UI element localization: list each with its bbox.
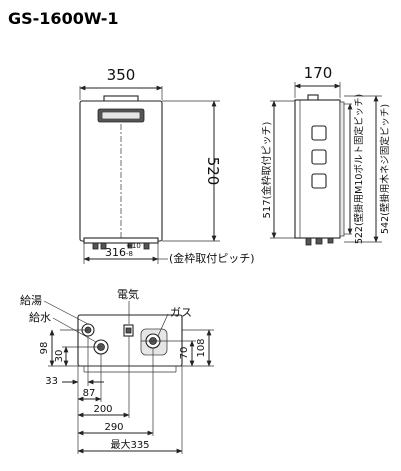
leader-gas <box>157 313 169 337</box>
model-title: GS-1600W-1 <box>8 9 119 28</box>
side-view: 170 517(金枠取付ピッチ) 522(壁掛用M10ボルト固定ピッチ) 542… <box>260 64 391 246</box>
side-opening-3 <box>311 173 327 189</box>
pipe-gas-front <box>143 242 150 250</box>
pipe-hot-front <box>92 242 99 250</box>
front-view: 350 520 316 +10 -8 (金枠取付ピッチ) <box>79 66 255 265</box>
side-depth-dim: 170 <box>304 64 333 82</box>
label-hot-water: 給湯 <box>20 293 42 307</box>
leader-hot-water <box>43 300 89 325</box>
bottom-view: 給湯 給水 電気 ガス 98 30 70 108 33 <box>20 287 214 454</box>
pitch-dim: 316 <box>105 246 126 259</box>
dim290: 290 <box>104 422 123 433</box>
pitch-tol-upper: +10 <box>126 242 141 250</box>
dim70: 70 <box>179 347 190 360</box>
side-fitting-3 <box>327 237 334 244</box>
side-unit-body <box>294 99 341 239</box>
dim33: 33 <box>45 376 58 387</box>
bottom-bracket <box>83 237 159 244</box>
label-water-supply: 給水 <box>29 310 51 324</box>
label-gas: ガス <box>170 306 192 319</box>
dim-max: 最大335 <box>110 438 149 451</box>
dim87: 87 <box>83 388 96 399</box>
dim108: 108 <box>196 338 207 357</box>
mount-bracket <box>339 101 345 237</box>
side-fitting-1 <box>305 237 312 246</box>
pitch-tol-lower: -8 <box>126 250 133 258</box>
electric-fitting-core <box>125 327 132 334</box>
dim517-note: 517(金枠取付ピッチ) <box>260 121 273 218</box>
front-width-dim: 350 <box>107 66 136 84</box>
dim542-note: 542(壁掛用木ネジ固定ピッチ) <box>379 104 391 234</box>
pipe-elec-front <box>127 242 133 249</box>
dim522-note: 522(壁掛用M10ボルト固定ピッチ) <box>353 94 365 244</box>
dim200: 200 <box>93 404 112 415</box>
dim30: 30 <box>54 350 65 363</box>
side-opening-1 <box>311 125 327 141</box>
side-opening-2 <box>311 149 327 165</box>
front-height-dim: 520 <box>204 157 222 186</box>
exhaust-vent-slot <box>101 111 141 120</box>
label-electric: 電気 <box>117 287 139 301</box>
pitch-note: (金枠取付ピッチ) <box>169 251 255 265</box>
side-fitting-2 <box>315 237 323 245</box>
dim98: 98 <box>39 342 50 355</box>
pipe-water-front <box>100 242 107 250</box>
